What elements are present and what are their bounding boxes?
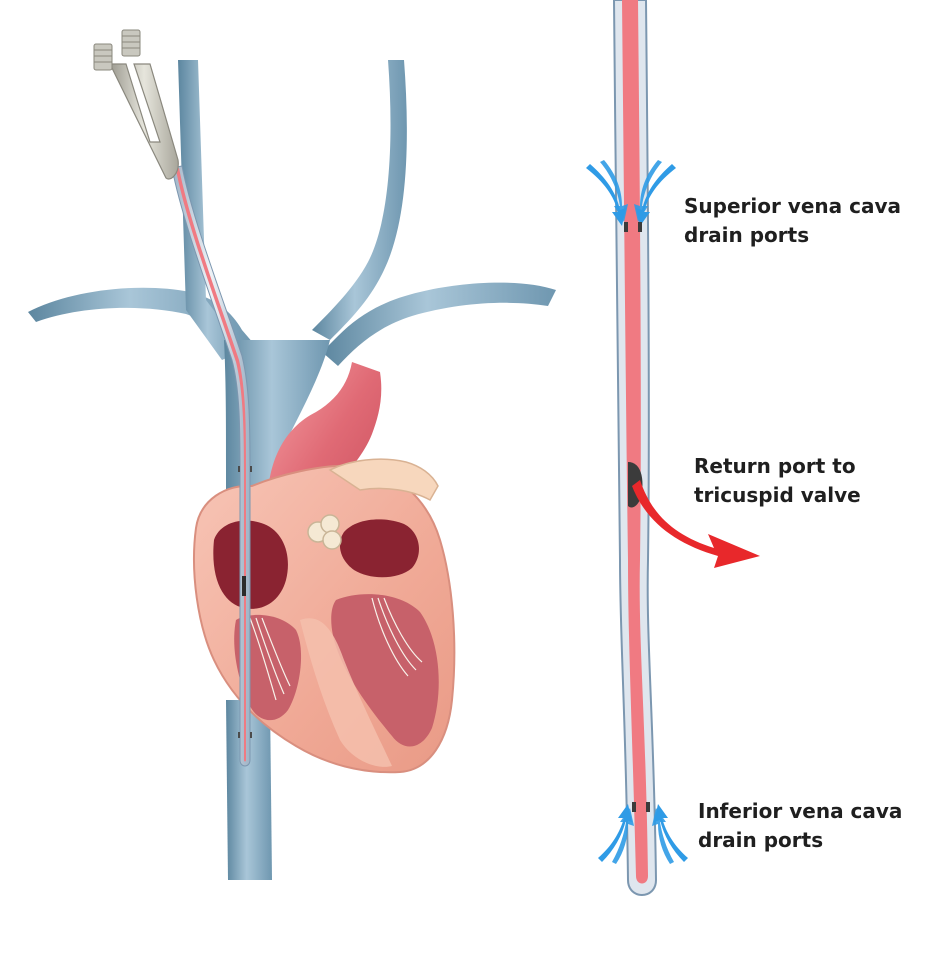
catheter-port-marks bbox=[238, 466, 252, 738]
inferior-vena-cava bbox=[226, 700, 272, 880]
svc-label-line1: Superior vena cava bbox=[684, 194, 901, 218]
right-ventricle-chamber bbox=[234, 614, 302, 721]
svc-label-line2: drain ports bbox=[684, 223, 810, 247]
return-port-label: Return port to tricuspid valve bbox=[694, 452, 861, 510]
catheter-detail-lumen bbox=[622, 0, 648, 884]
luer-lock-hub-left bbox=[93, 43, 113, 71]
svc-drain-ports bbox=[624, 222, 642, 232]
aortic-valve bbox=[307, 514, 342, 550]
ivc-drain-ports-label: Inferior vena cava drain ports bbox=[698, 797, 902, 855]
catheter-y-connector bbox=[109, 63, 179, 180]
svc-inflow-arrows bbox=[586, 160, 676, 226]
ivc-inflow-arrows bbox=[598, 804, 688, 864]
right-atrium-chamber bbox=[213, 520, 288, 609]
svc-drain-ports-label: Superior vena cava drain ports bbox=[684, 192, 901, 250]
return-label-line1: Return port to bbox=[694, 454, 856, 478]
luer-lock-hub-right bbox=[121, 29, 141, 57]
ivc-label-line1: Inferior vena cava bbox=[698, 799, 903, 823]
left-ventricle-chamber bbox=[331, 594, 439, 747]
right-jugular-vein bbox=[312, 60, 407, 340]
left-atrium-chamber bbox=[339, 519, 419, 578]
interventricular-septum bbox=[300, 618, 392, 767]
left-jugular-vein bbox=[178, 60, 244, 360]
return-flow-arrow bbox=[632, 480, 760, 568]
catheter-detail-view bbox=[586, 0, 760, 896]
catheter-lumen bbox=[176, 168, 246, 762]
heart-cross-section bbox=[193, 458, 456, 774]
ivc-label-line2: drain ports bbox=[698, 828, 824, 852]
ivc-drain-ports bbox=[632, 802, 650, 812]
return-label-line2: tricuspid valve bbox=[694, 483, 861, 507]
pulmonary-trunk bbox=[328, 458, 439, 502]
catheter-in-situ bbox=[93, 29, 252, 767]
chordae-tendineae bbox=[249, 597, 423, 701]
right-brachiocephalic-vein bbox=[322, 282, 556, 366]
